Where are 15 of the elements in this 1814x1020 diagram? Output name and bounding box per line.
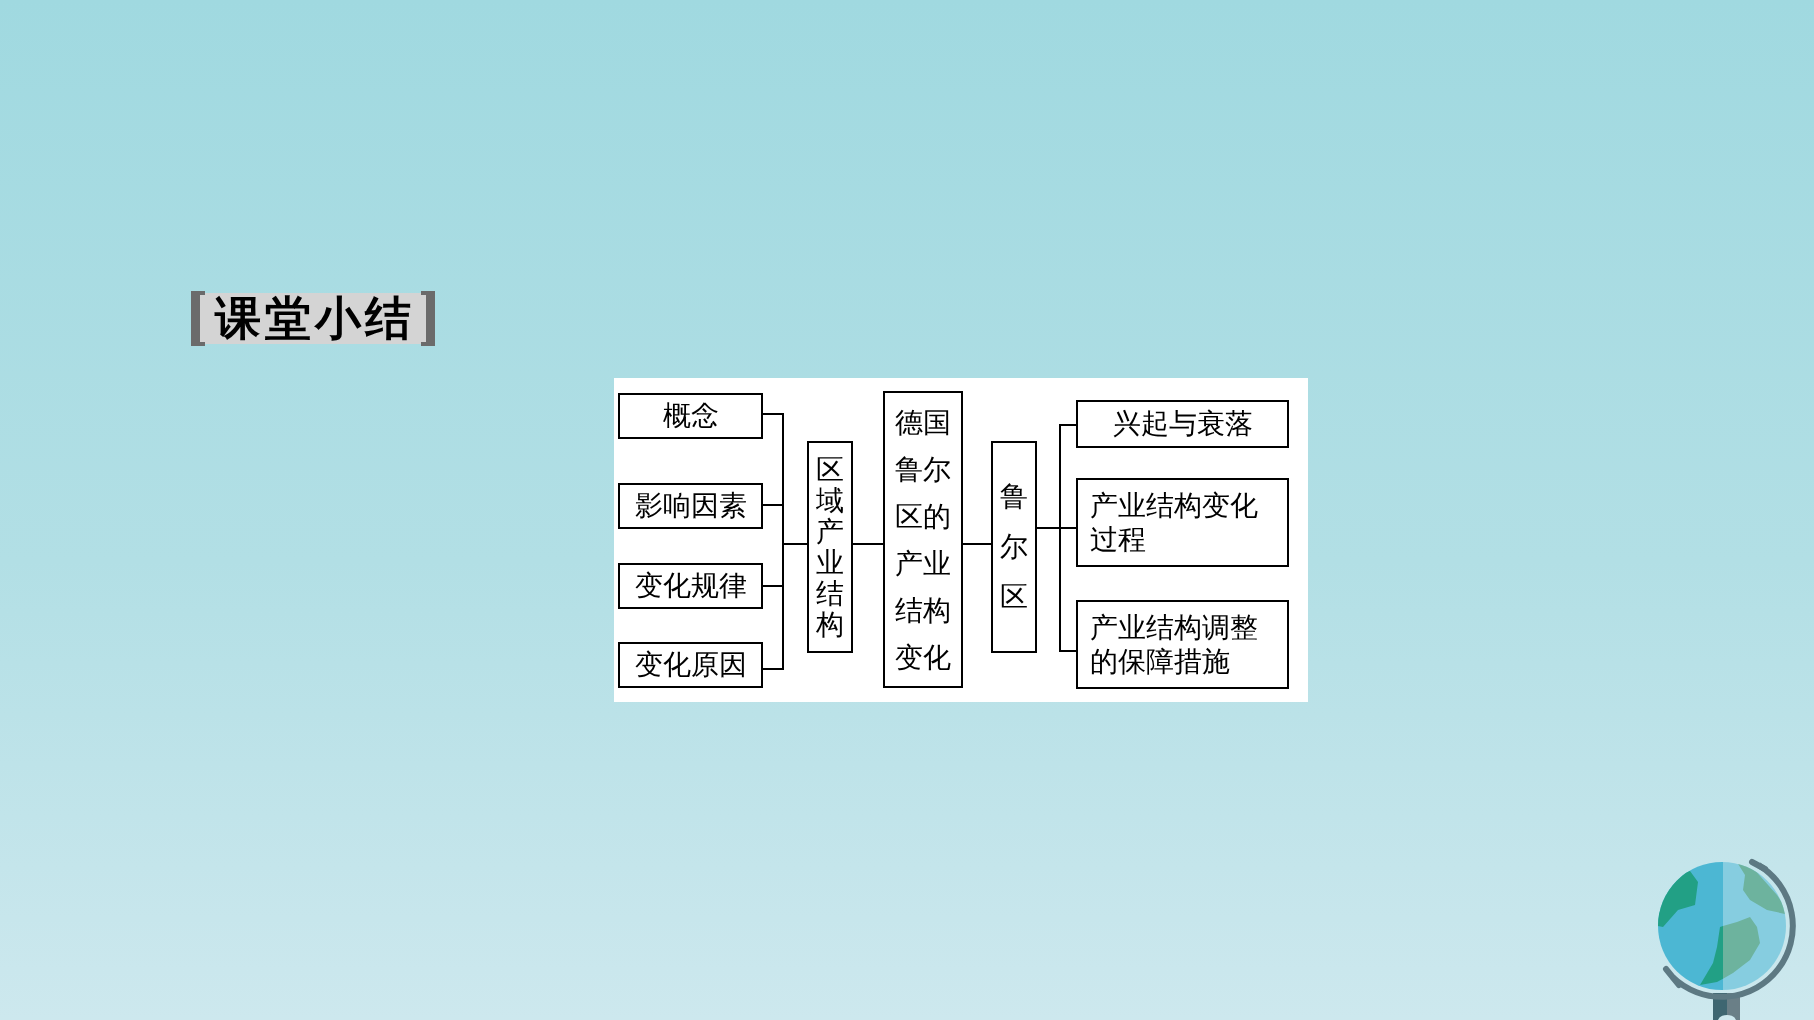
topic-box: 兴起与衰落 xyxy=(1076,400,1289,448)
topic-box: 产业结构变化过程 xyxy=(1076,478,1289,567)
topic-box: 变化规律 xyxy=(618,563,763,609)
topic-box: 德国鲁尔区的产业结构变化 xyxy=(883,391,963,688)
topic-box: 概念 xyxy=(618,393,763,439)
topic-box: 鲁尔区 xyxy=(991,441,1037,653)
section-title: 课堂小结 xyxy=(190,290,436,347)
connector-line xyxy=(1036,527,1077,652)
connector-line xyxy=(762,543,808,670)
connector-line xyxy=(962,543,992,545)
connector-line xyxy=(852,543,884,545)
topic-box: 产业结构调整的保障措施 xyxy=(1076,600,1289,689)
topic-box: 影响因素 xyxy=(618,483,763,529)
topic-box: 变化原因 xyxy=(618,642,763,688)
topic-box: 区域产业结构 xyxy=(807,441,853,653)
